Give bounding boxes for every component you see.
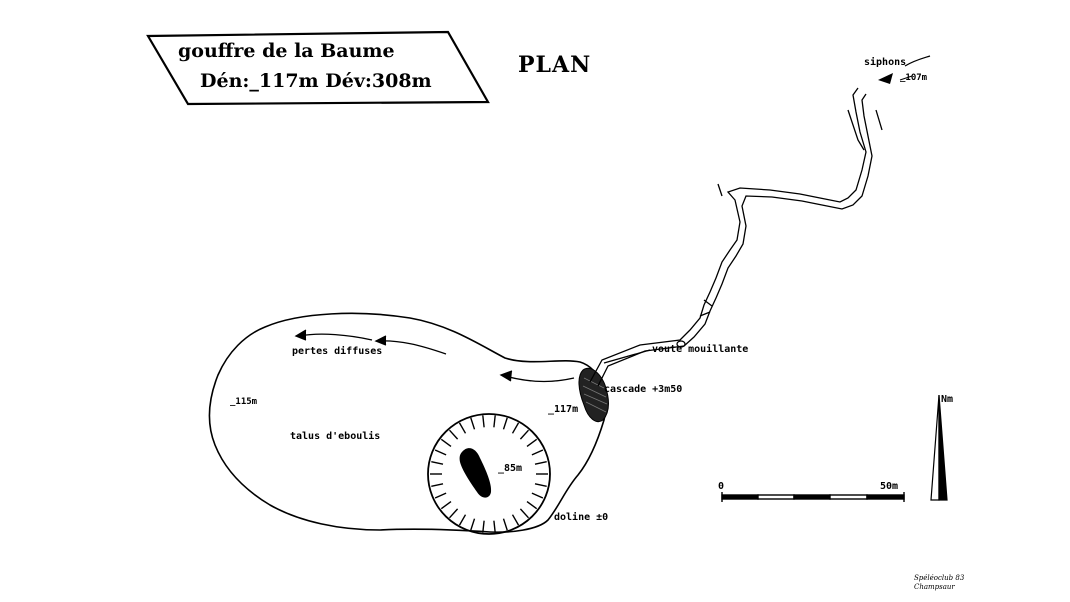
flow-arrows bbox=[294, 329, 651, 383]
siphon-pool bbox=[878, 73, 893, 84]
gallery-branch-siphon bbox=[875, 109, 883, 131]
flow-arrow-3-head bbox=[499, 370, 513, 382]
doline-hachure-tick bbox=[534, 483, 547, 487]
doline-hachure-tick bbox=[502, 518, 508, 531]
chamber-outline bbox=[208, 312, 607, 533]
label-depth-85: _85m bbox=[498, 463, 523, 474]
label-siphons: siphons bbox=[864, 57, 907, 68]
gallery-branch-lower bbox=[717, 183, 723, 197]
signature-line1: Spéléoclub 83 bbox=[914, 574, 965, 582]
doline-hachure-tick bbox=[526, 438, 538, 447]
doline-hachure-tick bbox=[534, 461, 547, 465]
doline-hachure-tick bbox=[448, 508, 459, 519]
label-talus-eboulis: talus d'eboulis bbox=[290, 431, 381, 442]
scale-start-label: 0 bbox=[718, 481, 725, 492]
flow-arrow-1-head bbox=[374, 335, 387, 346]
label-depth-115: _115m bbox=[230, 397, 258, 407]
doline-hachure-tick bbox=[434, 449, 447, 456]
doline-hachure-tick bbox=[431, 461, 444, 465]
doline-ring bbox=[427, 413, 551, 535]
scale-segment-5 bbox=[866, 494, 905, 500]
doline-lake bbox=[459, 448, 492, 498]
flow-arrow-3 bbox=[504, 375, 575, 383]
scale-end-label: 50m bbox=[880, 481, 899, 492]
flow-arrow-2-head bbox=[294, 329, 307, 341]
scale-segment-2 bbox=[757, 494, 795, 500]
doline bbox=[427, 413, 551, 535]
gallery-wall-left bbox=[589, 87, 867, 383]
label-depth-117: _117m bbox=[548, 404, 579, 415]
doline-hachure-tick bbox=[440, 501, 452, 510]
cave-name: gouffre de la Baume bbox=[178, 40, 395, 62]
cave-stats: Dén:_117m Dév:308m bbox=[200, 70, 432, 92]
doline-hachure-tick bbox=[482, 520, 485, 533]
label-cascade: cascade +3m50 bbox=[604, 384, 683, 395]
label-pertes-diffuses: pertes diffuses bbox=[292, 346, 383, 357]
doline-hachure-tick bbox=[434, 492, 447, 499]
flow-arrow-1 bbox=[377, 340, 447, 355]
doline-hachure-tick bbox=[511, 514, 520, 526]
siphon-arrow bbox=[904, 55, 931, 67]
title-frame bbox=[146, 30, 490, 106]
doline-hachure-tick bbox=[531, 492, 544, 499]
depth-pointer bbox=[899, 75, 913, 81]
cascade-zone bbox=[578, 367, 609, 423]
gallery-pocket bbox=[699, 299, 713, 317]
doline-hachure-tick bbox=[531, 449, 544, 456]
doline-hachure-tick bbox=[519, 508, 530, 519]
doline-hachure-tick bbox=[511, 422, 520, 434]
doline-hachure-tick bbox=[470, 417, 476, 430]
voute-pointer bbox=[603, 349, 651, 364]
north-arrow bbox=[930, 394, 948, 501]
cascade-hatch bbox=[582, 377, 608, 413]
scale-segment-1 bbox=[721, 494, 759, 500]
doline-hachure-tick bbox=[470, 518, 476, 531]
label-doline: doline ±0 bbox=[554, 512, 609, 523]
north-arrow-right-half bbox=[938, 394, 948, 501]
doline-hachure-tick bbox=[440, 438, 452, 447]
doline-hachure-tick bbox=[519, 429, 530, 440]
scale-bar bbox=[721, 492, 905, 502]
label-siphon-depth: _107m bbox=[900, 73, 928, 83]
doline-hachure-tick bbox=[493, 415, 496, 428]
signature: Spéléoclub 83 Champsaur bbox=[914, 574, 964, 592]
flow-arrow-2 bbox=[299, 333, 373, 341]
doline-hachures bbox=[430, 415, 548, 533]
doline-hachure-tick bbox=[431, 483, 444, 487]
plan-label: PLAN bbox=[518, 52, 592, 78]
north-arrow-left-half bbox=[930, 394, 940, 501]
gallery-branch-upper bbox=[847, 109, 865, 151]
label-voute-mouillante: voute mouillante bbox=[652, 344, 749, 355]
doline-hachure-tick bbox=[448, 429, 459, 440]
doline-hachure-tick bbox=[493, 520, 496, 533]
doline-hachure-tick bbox=[458, 514, 467, 526]
doline-hachure-tick bbox=[482, 415, 485, 428]
gallery-pillar bbox=[676, 340, 686, 348]
gallery bbox=[589, 87, 883, 387]
signature-line2: Champsaur bbox=[914, 582, 955, 591]
doline-hachure-tick bbox=[502, 417, 508, 430]
doline-hachure-tick bbox=[526, 501, 538, 510]
gallery-wall-right bbox=[597, 93, 873, 387]
scale-segment-4 bbox=[829, 494, 868, 500]
scale-segment-3 bbox=[793, 494, 831, 500]
doline-hachure-tick bbox=[458, 422, 467, 434]
north-label: Nm bbox=[941, 394, 954, 405]
